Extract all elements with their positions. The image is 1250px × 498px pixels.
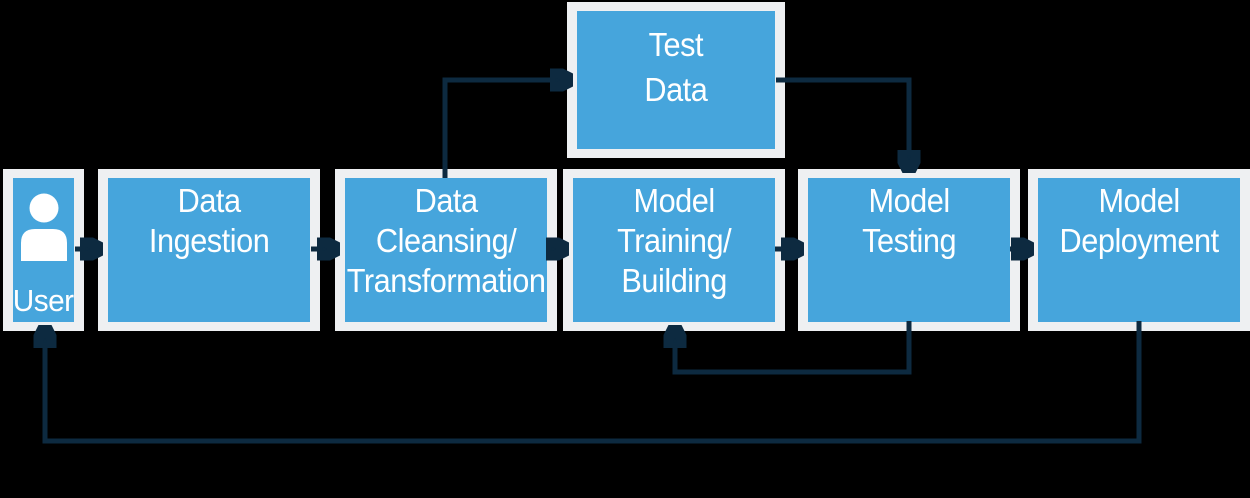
node-label-line: Model [1098, 182, 1180, 219]
node-user: User [3, 169, 84, 331]
node-model-training-building-label: Model Training/ Building [569, 178, 779, 301]
node-label-line: Data [414, 182, 478, 219]
node-data-cleansing-transformation-label: Data Cleansing/ Transformation [341, 178, 551, 301]
node-data-cleansing-transformation-body: Data Cleansing/ Transformation [345, 178, 547, 322]
node-model-testing: Model Testing [798, 169, 1020, 331]
node-label-line: User [13, 283, 74, 318]
node-model-training-building: Model Training/ Building [563, 169, 785, 331]
node-model-training-building-body: Model Training/ Building [573, 178, 775, 322]
node-data-ingestion-body: Data Ingestion [108, 178, 310, 322]
node-label-line: Ingestion [148, 222, 270, 259]
node-label-line: Data [644, 71, 708, 108]
node-test-data-body: Test Data [577, 11, 775, 149]
node-label-line: Testing [862, 222, 956, 259]
node-model-testing-label: Model Testing [804, 178, 1014, 261]
node-label-line: Data [177, 182, 241, 219]
node-label-line: Transformation [346, 262, 546, 299]
connector-test-data-to-model-testing [776, 77, 909, 172]
node-label-line: Model [633, 182, 715, 219]
node-data-ingestion: Data Ingestion [98, 169, 320, 331]
node-user-body: User [13, 178, 74, 322]
node-label-line: Model [868, 182, 950, 219]
node-data-ingestion-label: Data Ingestion [104, 178, 314, 261]
person-icon [20, 193, 67, 261]
connector-model-deployment-feedback-to-user [45, 321, 1142, 444]
node-model-deployment-label: Model Deployment [1034, 178, 1244, 261]
node-model-deployment: Model Deployment [1028, 169, 1250, 331]
node-data-cleansing-transformation: Data Cleansing/ Transformation [335, 169, 557, 331]
node-label-line: Deployment [1059, 222, 1219, 259]
node-label-line: Building [621, 262, 727, 299]
node-test-data-label: Test Data [573, 11, 779, 112]
node-user-label: User [11, 285, 77, 322]
node-test-data: Test Data [567, 2, 785, 158]
node-model-deployment-body: Model Deployment [1038, 178, 1240, 322]
node-model-testing-body: Model Testing [808, 178, 1010, 322]
node-label-line: Cleansing/ [375, 222, 517, 259]
node-label-line: Training/ [616, 222, 732, 259]
connector-data-cleansing-to-test-data [442, 80, 572, 178]
node-label-line: Test [648, 26, 704, 63]
